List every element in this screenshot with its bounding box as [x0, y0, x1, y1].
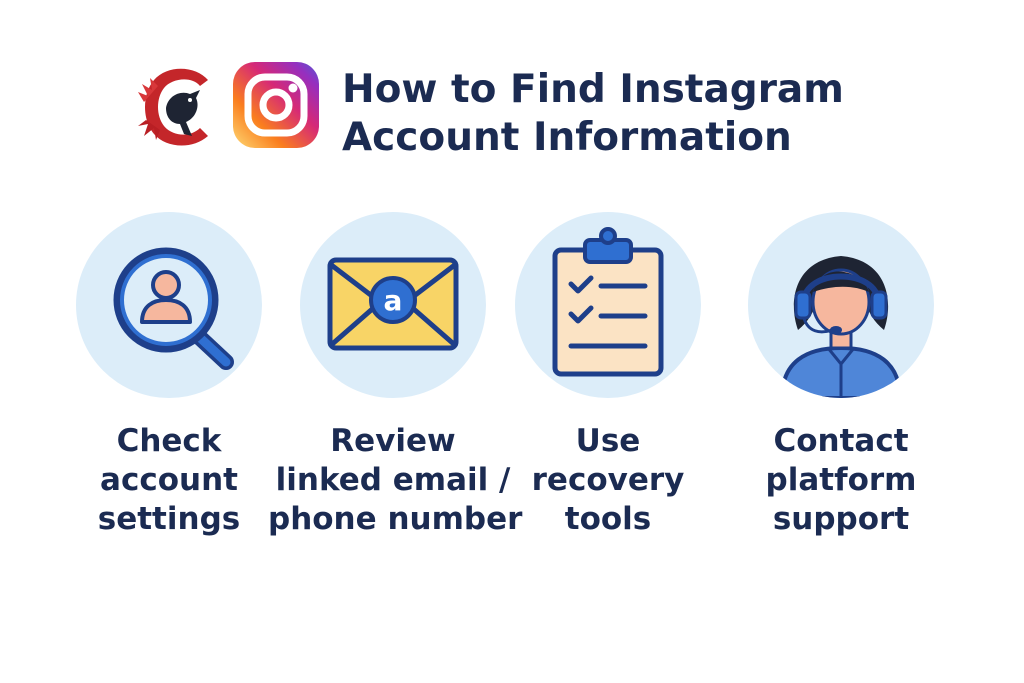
magnifier-user-icon [113, 247, 234, 370]
step-label-line: Use [575, 423, 641, 459]
support-agent-icon [779, 256, 903, 398]
page-title: How to Find Instagram Account Informatio… [342, 66, 844, 162]
step-check-account-settings: Check account settings [44, 212, 294, 542]
icon-circle [748, 212, 934, 398]
title-line-1: How to Find Instagram [342, 67, 844, 112]
step-label-line: Check [116, 423, 222, 459]
step-label-line: phone number [268, 501, 523, 537]
step-label-line: Contact [773, 423, 909, 459]
step-label-line: linked email / [275, 462, 511, 498]
icon-circle [76, 212, 262, 398]
step-label-line: recovery [531, 462, 685, 498]
step-use-recovery-tools: Use recovery tools [483, 212, 733, 542]
step-label: Review linked email / phone number [268, 422, 523, 539]
title-line-2: Account Information [342, 115, 792, 160]
step-label-line: settings [97, 501, 241, 537]
step-label: Check account settings [44, 422, 294, 539]
clipboard-checklist-icon [552, 227, 664, 377]
icon-circle [515, 212, 701, 398]
bird-logo-icon [138, 68, 208, 146]
step-contact-platform-support: Contact platform support [716, 212, 966, 542]
step-label: Use recovery tools [483, 422, 733, 539]
svg-text:a: a [384, 284, 403, 317]
step-label-line: support [772, 501, 910, 537]
icon-circle: a [300, 212, 486, 398]
step-label-line: Review [330, 423, 456, 459]
instagram-logo-icon [233, 62, 319, 148]
step-label-line: platform [765, 462, 917, 498]
header: How to Find Instagram Account Informatio… [0, 0, 1024, 200]
step-label-line: tools [564, 501, 652, 537]
envelope-at-icon: a [327, 257, 459, 351]
step-label: Contact platform support [716, 422, 966, 539]
step-review-linked-email: a Review linked email / phone number [268, 212, 523, 542]
step-label-line: account [100, 462, 238, 498]
